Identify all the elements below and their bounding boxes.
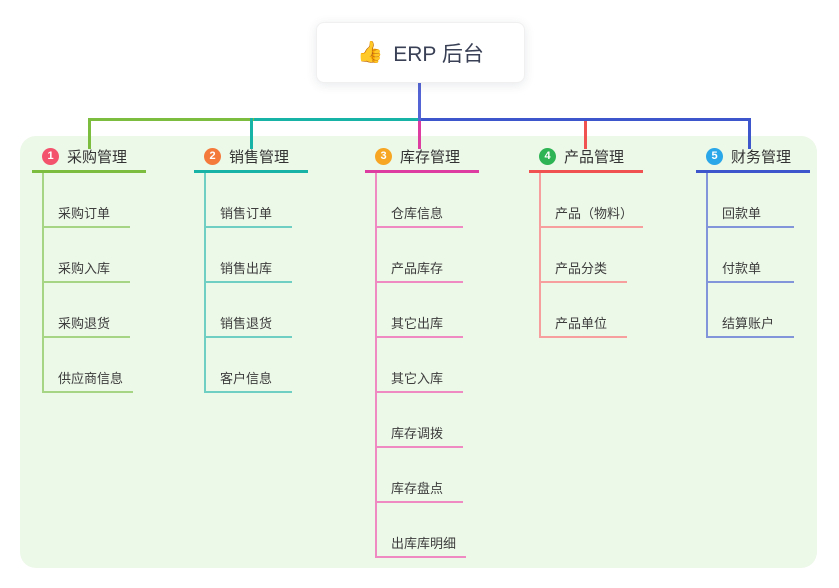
branch-children-inventory: 仓库信息 产品库存 其它出库 其它入库 库存调拨 库存盘点 出库库明细: [365, 173, 479, 558]
connector-drop-finance: [748, 118, 751, 149]
branch-title-inventory[interactable]: 3 库存管理: [365, 147, 479, 173]
branch-finance: 5 财务管理 回款单 付款单 结算账户: [696, 147, 810, 338]
tree-node[interactable]: 库存调拨: [375, 393, 463, 448]
branch-title-product[interactable]: 4 产品管理: [529, 147, 643, 173]
tree-node[interactable]: 产品（物料）: [539, 173, 644, 228]
tree-node[interactable]: 产品库存: [375, 228, 463, 283]
branch-number-badge: 4: [539, 147, 556, 165]
branch-children-product: 产品（物料） 产品分类 产品单位: [529, 173, 644, 338]
tree-node[interactable]: 客户信息: [204, 338, 292, 393]
tree-node[interactable]: 其它出库: [375, 283, 463, 338]
branch-product: 4 产品管理 产品（物料） 产品分类 产品单位: [529, 147, 644, 338]
branch-title-label: 产品管理: [564, 148, 625, 166]
connector-bus-finance: [419, 118, 751, 121]
connector-drop-purchase: [88, 118, 91, 149]
tree-node[interactable]: 销售订单: [204, 173, 292, 228]
tree-node[interactable]: 采购退货: [42, 283, 130, 338]
connector-bus-purchase: [88, 118, 256, 121]
tree-node[interactable]: 出库库明细: [375, 503, 467, 558]
tree-node[interactable]: 销售出库: [204, 228, 292, 283]
branch-number-badge: 2: [204, 147, 221, 165]
branch-child-rail: [204, 173, 206, 393]
branch-purchase: 1 采购管理 采购订单 采购入库 采购退货 供应商信息: [32, 147, 146, 393]
tree-node[interactable]: 回款单: [706, 173, 794, 228]
tree-node[interactable]: 产品单位: [539, 283, 627, 338]
branch-title-sales[interactable]: 2 销售管理: [194, 147, 308, 173]
connector-drop-inventory: [418, 121, 421, 149]
branch-inventory: 3 库存管理 仓库信息 产品库存 其它出库 其它入库 库存调拨 库存盘点 出库库…: [365, 147, 479, 558]
branch-number-badge: 3: [375, 147, 392, 165]
connector-drop-sales: [250, 118, 253, 149]
tree-node[interactable]: 其它入库: [375, 338, 463, 393]
root-node[interactable]: 👍 ERP 后台: [316, 22, 525, 83]
tree-node[interactable]: 结算账户: [706, 283, 794, 338]
connector-bus-sales: [254, 118, 419, 121]
branch-children-sales: 销售订单 销售出库 销售退货 客户信息: [194, 173, 308, 393]
root-label: ERP 后台: [393, 42, 484, 66]
tree-node[interactable]: 销售退货: [204, 283, 292, 338]
tree-node[interactable]: 产品分类: [539, 228, 627, 283]
branches-panel: [20, 136, 817, 568]
branch-children-finance: 回款单 付款单 结算账户: [696, 173, 810, 338]
tree-node[interactable]: 供应商信息: [42, 338, 134, 393]
branch-title-finance[interactable]: 5 财务管理: [696, 147, 810, 173]
branch-number-badge: 1: [42, 147, 59, 165]
branch-title-label: 采购管理: [67, 148, 128, 166]
tree-node[interactable]: 仓库信息: [375, 173, 463, 228]
thumbs-up-icon: 👍: [357, 40, 384, 64]
branch-title-label: 财务管理: [731, 148, 792, 166]
connector-drop-product: [584, 121, 587, 149]
branch-number-badge: 5: [706, 147, 723, 165]
tree-node[interactable]: 采购订单: [42, 173, 130, 228]
tree-node[interactable]: 库存盘点: [375, 448, 463, 503]
branch-title-purchase[interactable]: 1 采购管理: [32, 147, 146, 173]
branch-child-rail: [375, 173, 377, 558]
branch-sales: 2 销售管理 销售订单 销售出库 销售退货 客户信息: [194, 147, 308, 393]
branch-child-rail: [539, 173, 541, 338]
branch-title-label: 销售管理: [229, 148, 290, 166]
tree-node[interactable]: 采购入库: [42, 228, 130, 283]
branch-child-rail: [706, 173, 708, 338]
branch-title-label: 库存管理: [400, 148, 461, 166]
branch-children-purchase: 采购订单 采购入库 采购退货 供应商信息: [32, 173, 146, 393]
branch-child-rail: [42, 173, 44, 393]
connector-root-stem: [418, 81, 421, 121]
tree-node[interactable]: 付款单: [706, 228, 794, 283]
